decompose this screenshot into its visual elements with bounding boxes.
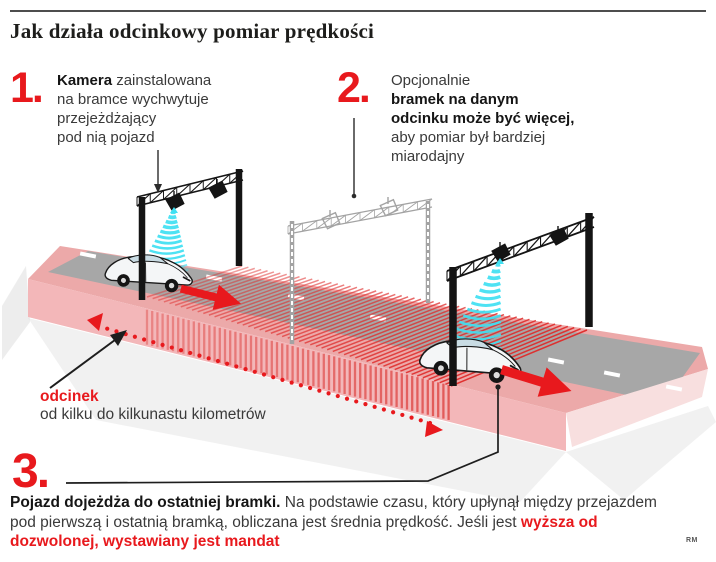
step-2-line2: bramek na danym: [391, 91, 519, 108]
section-length-description: od kilku do kilkunastu kilometrów: [40, 406, 266, 423]
step-2-line3: odcinku może być więcej,: [391, 110, 575, 127]
section-arrow-dots: [95, 323, 433, 426]
connector-step2-dot: [351, 193, 357, 199]
step-3-highlight: wyższa od dozwolonej, wystawiany jest ma…: [10, 513, 598, 551]
step-3-middle: Na podstawie czasu, który upłynął między…: [10, 494, 657, 531]
shadow-layer: [2, 266, 716, 502]
section-arrow-right-head: [425, 421, 443, 437]
gantry-1: [136, 169, 244, 266]
road-asphalt: [48, 251, 700, 403]
connector-odcinek-head: [110, 330, 127, 346]
step-3-intro: Pojazd dojeżdża do ostatniej bramki.: [10, 494, 281, 511]
step-1-line3: przejeżdżający: [57, 110, 157, 127]
step-2-number: 2.: [337, 64, 371, 112]
step-2-text: Opcjonalnie bramek na danym odcinku może…: [391, 71, 606, 166]
step-2-line1: Opcjonalnie: [391, 72, 471, 89]
page-title: Jak działa odcinkowy pomiar prędkości: [10, 19, 375, 43]
direction-arrow-1: [179, 284, 242, 310]
direction-arrow-2: [500, 365, 572, 397]
step-2-line5: miarodajny: [391, 148, 465, 165]
section-length-label: odcinek: [40, 388, 99, 405]
section-arrow-left-head: [87, 313, 103, 331]
stripes-front: [145, 309, 450, 420]
gantry-2: [287, 197, 433, 344]
connector-step1-head: [154, 184, 162, 193]
credit: RM: [686, 537, 698, 544]
step-2-line4: aby pomiar był bardziej: [391, 129, 546, 146]
lane-marks: [79, 251, 683, 392]
step-1-text: Kamera zainstalowana na bramce wychwytuj…: [57, 71, 252, 147]
connectors: [49, 118, 501, 484]
gantry-3: [446, 213, 595, 327]
step-1-number: 1.: [10, 64, 44, 112]
step-3-text: Pojazd dojeżdża do ostatniej bramki. Na …: [10, 493, 658, 552]
top-rule: [10, 10, 706, 12]
car-2: [418, 338, 522, 383]
connector-odcinek: [49, 336, 120, 389]
section-arrow: [87, 313, 443, 437]
connector-step3: [65, 388, 499, 484]
car-1: [104, 254, 193, 293]
step-1-line1: Kamera zainstalowana: [57, 72, 212, 89]
step-3-number: 3.: [12, 445, 50, 498]
step-1-line4: pod nią pojazd: [57, 129, 155, 146]
step-1-line2: na bramce wychwytuje: [57, 91, 209, 108]
connector-step3-dot: [495, 384, 501, 390]
